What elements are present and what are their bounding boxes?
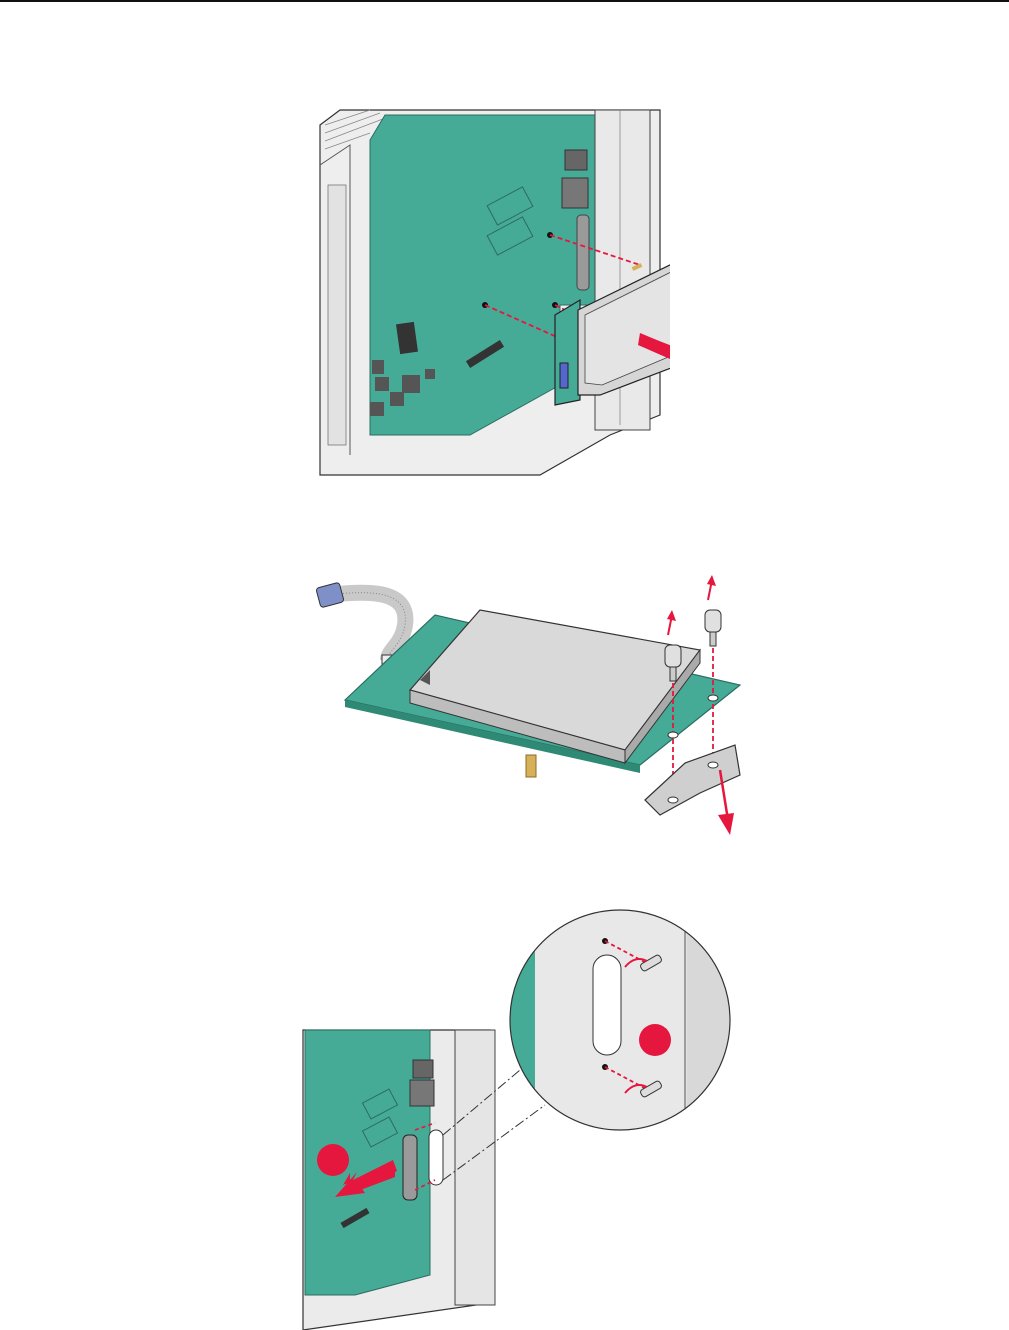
illustration-remove-standoffs <box>310 565 750 845</box>
illustration-remove-hard-disk <box>310 105 670 480</box>
illustration-remove-port-cover <box>295 895 745 1330</box>
port-cover-illustration <box>295 895 745 1330</box>
hard-disk-assembly-illustration <box>310 565 750 845</box>
printer-board-illustration <box>310 105 670 480</box>
page-header-rule <box>0 0 1009 2</box>
